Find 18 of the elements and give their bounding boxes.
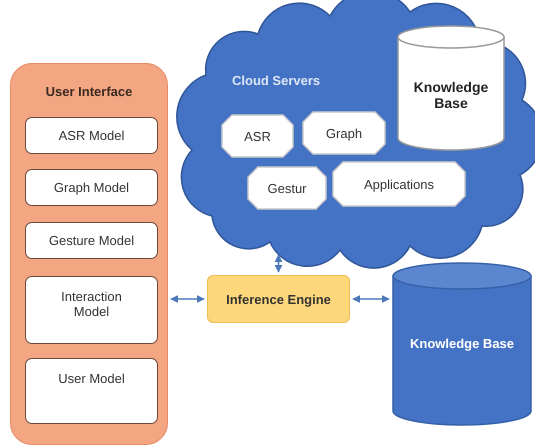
database-label: Knowledge Base: [412, 78, 490, 110]
user-interface-panel: [10, 63, 168, 445]
double-arrow: [352, 295, 390, 303]
service-label: Applications: [364, 176, 434, 192]
service-label: Gestur: [267, 180, 306, 196]
double-arrow: [274, 254, 282, 273]
double-arrow: [170, 295, 205, 303]
service-label: Graph: [326, 126, 362, 140]
model-box: Gesture Model: [25, 222, 158, 259]
model-box: Interaction Model: [25, 276, 158, 344]
model-box: User Model: [25, 358, 158, 424]
model-box: Graph Model: [25, 169, 158, 206]
panel-heading: User Interface: [44, 84, 134, 99]
cloud-label: Cloud Servers: [232, 73, 320, 88]
inference-engine-box: Inference Engine: [207, 275, 350, 323]
service-label: ASR: [244, 128, 271, 144]
database-label: Knowledge Base: [408, 336, 516, 351]
model-box: ASR Model: [25, 117, 158, 154]
